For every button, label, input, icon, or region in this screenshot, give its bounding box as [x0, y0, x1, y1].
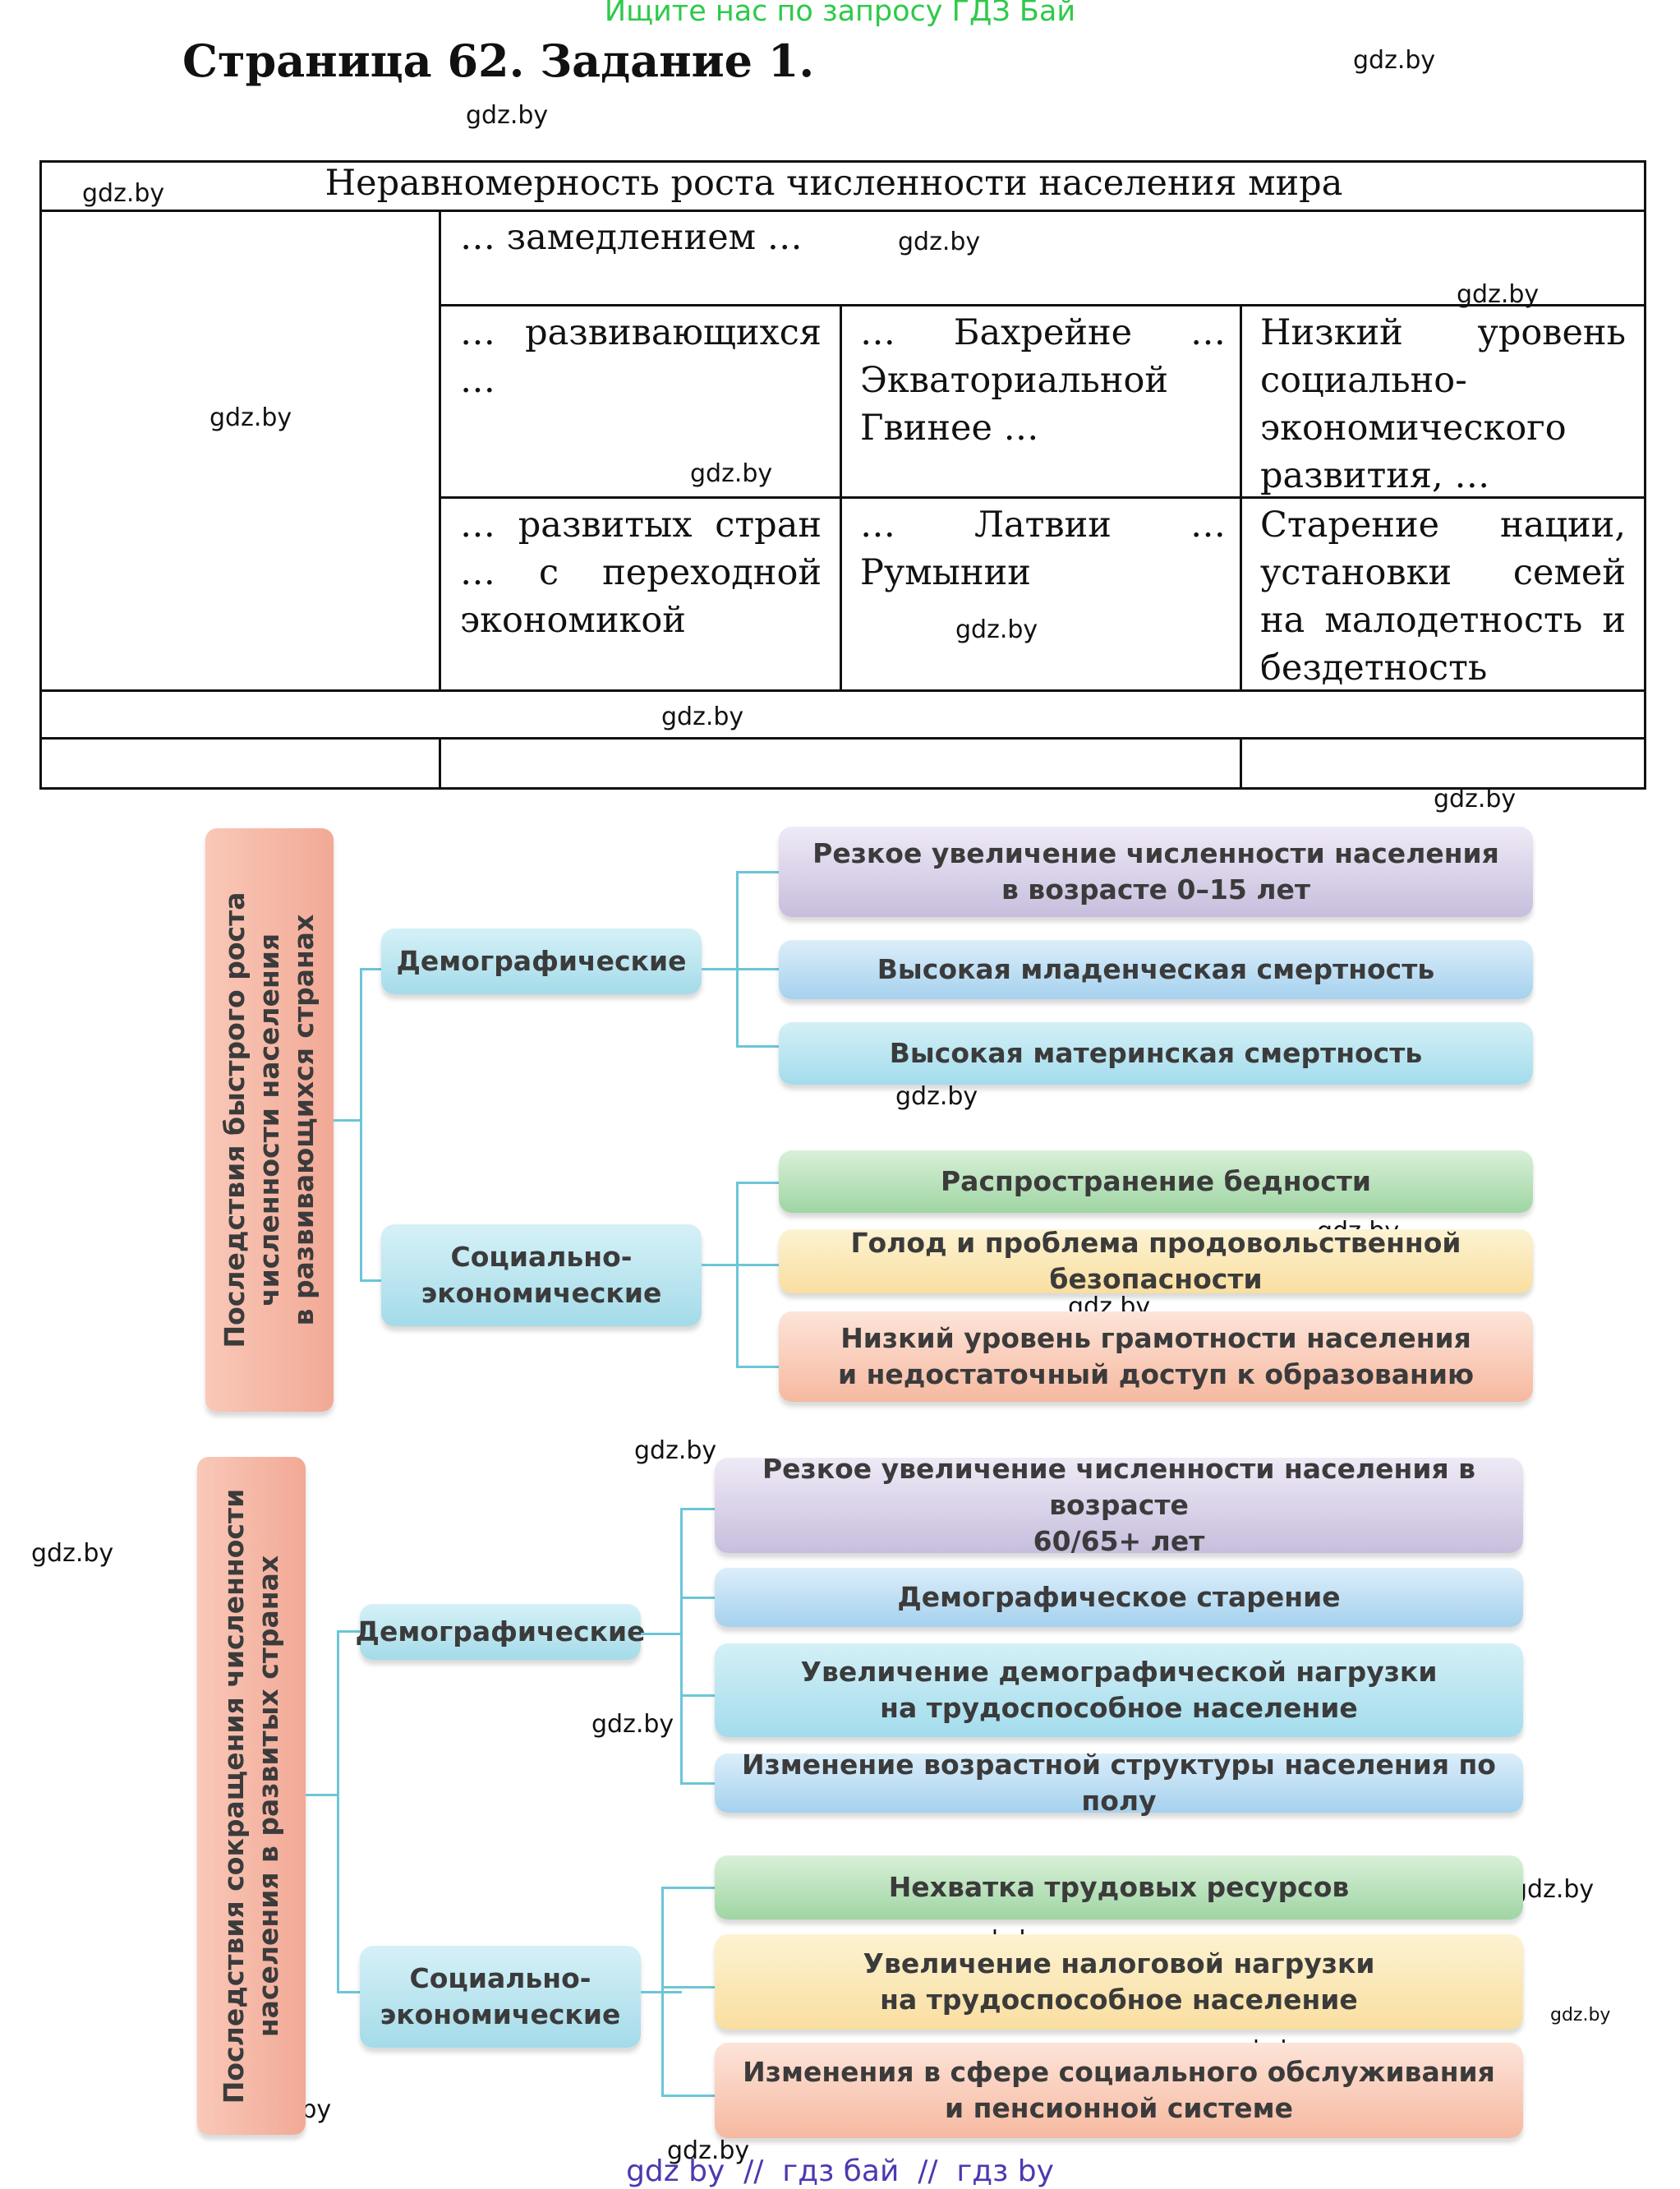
table-border: [840, 304, 842, 691]
category-demographic: Демографические: [356, 1604, 645, 1660]
connector: [661, 2095, 715, 2097]
table-border: [1644, 160, 1646, 790]
connector: [337, 1991, 360, 1993]
connector: [680, 1508, 715, 1510]
category-socioeconomic: Социально-экономические: [360, 1946, 641, 2048]
table-cell: … развитых стран … с переходной экономик…: [460, 505, 822, 641]
consequence-box: Изменение возрастной структуры населения…: [715, 1749, 1523, 1817]
consequence-box: Изменения в сфере социального обслуживан…: [715, 2043, 1523, 2138]
watermark: gdz.by: [661, 703, 744, 731]
table-border: [39, 689, 1646, 692]
table-border: [39, 160, 1646, 163]
connector: [360, 968, 362, 1282]
category-demographic: Демографические: [381, 929, 702, 994]
consequence-box: Распространение бедности: [779, 1150, 1533, 1213]
connector: [736, 871, 779, 873]
consequence-box: Голод и проблема продовольственной безоп…: [779, 1227, 1533, 1295]
table-heading: Неравномерность роста численности населе…: [324, 163, 1343, 204]
connector: [661, 1887, 664, 2097]
watermark: gdz.by: [895, 1082, 978, 1111]
table-border: [439, 210, 441, 691]
connector: [736, 871, 739, 1048]
watermark: gdz.by: [1550, 2005, 1611, 2025]
connector: [337, 1630, 360, 1633]
connector: [680, 1694, 715, 1697]
table-border: [439, 737, 441, 790]
table-cell: … замедлением …: [460, 217, 803, 258]
footer-links: gdz by // гдз бай // гдз by: [626, 2154, 1054, 2188]
watermark: gdz.by: [667, 2136, 750, 2165]
connector: [306, 1794, 338, 1796]
consequence-box: Высокая материнская смертность: [779, 1022, 1533, 1085]
connector: [334, 1119, 361, 1122]
connector: [337, 1630, 339, 1993]
watermark: gdz.by: [82, 179, 165, 208]
table-cell: … Латвии …Румынии: [860, 505, 1226, 593]
connector: [736, 1045, 779, 1048]
search-banner: Ищите нас по запросу ГДЗ Бай: [604, 0, 1076, 28]
connector: [680, 1508, 683, 1785]
table-cell: … развивающихся …: [460, 312, 822, 401]
table-border: [39, 160, 42, 790]
watermark: gdz.by: [1353, 46, 1436, 75]
table-cell: … Бахрейне …Экваториальной Гвинее …: [860, 312, 1226, 449]
connector: [360, 1279, 381, 1282]
table-border: [440, 304, 1646, 306]
connector: [702, 968, 738, 970]
connector: [661, 1887, 715, 1889]
watermark: gdz.by: [1512, 1875, 1595, 1904]
table-cell: Старение нации, установки семей на малод…: [1260, 505, 1626, 689]
connector: [680, 1782, 715, 1785]
watermark: gdz.by: [466, 101, 549, 130]
diagram-root-text: Последствия сокращения численности насел…: [218, 1488, 284, 2104]
table-border: [1240, 304, 1242, 691]
consequence-box: Демографическое старение: [715, 1568, 1523, 1627]
connector: [736, 1182, 739, 1367]
table-border: [440, 496, 1646, 499]
table-cell: Низкий уровень социально-экономического …: [1260, 312, 1626, 496]
page-title: Страница 62. Задание 1.: [182, 35, 815, 87]
table-border: [1240, 737, 1242, 790]
diagram-root: Последствия сокращения численности насел…: [197, 1457, 306, 2135]
watermark: gdz.by: [898, 228, 981, 256]
connector: [702, 1264, 738, 1266]
watermark: gdz.by: [634, 1436, 717, 1465]
watermark: gdz.by: [31, 1539, 114, 1568]
watermark: gdz.by: [955, 615, 1038, 644]
connector: [736, 1366, 779, 1368]
table-border: [39, 737, 1646, 740]
diagram-root-text: Последствия быстрого роста численности н…: [219, 892, 320, 1348]
consequence-box: Нехватка трудовых ресурсов: [715, 1855, 1523, 1919]
connector: [736, 968, 779, 970]
diagram-root: Последствия быстрого роста численности н…: [205, 828, 334, 1412]
category-socioeconomic: Социально-экономические: [381, 1224, 702, 1326]
consequence-box: Резкое увеличение численности населения …: [715, 1453, 1523, 1557]
watermark: gdz.by: [209, 403, 292, 432]
connector: [680, 1597, 715, 1599]
watermark: gdz.by: [690, 459, 773, 488]
connector: [641, 1633, 682, 1635]
connector: [736, 1264, 779, 1266]
connector: [661, 1986, 715, 1989]
table-border: [39, 210, 1646, 212]
consequence-box: Высокая младенческая смертность: [779, 940, 1533, 999]
connector: [360, 968, 381, 970]
table-border: [39, 787, 1646, 790]
watermark: gdz.by: [591, 1710, 674, 1739]
connector: [736, 1182, 779, 1184]
